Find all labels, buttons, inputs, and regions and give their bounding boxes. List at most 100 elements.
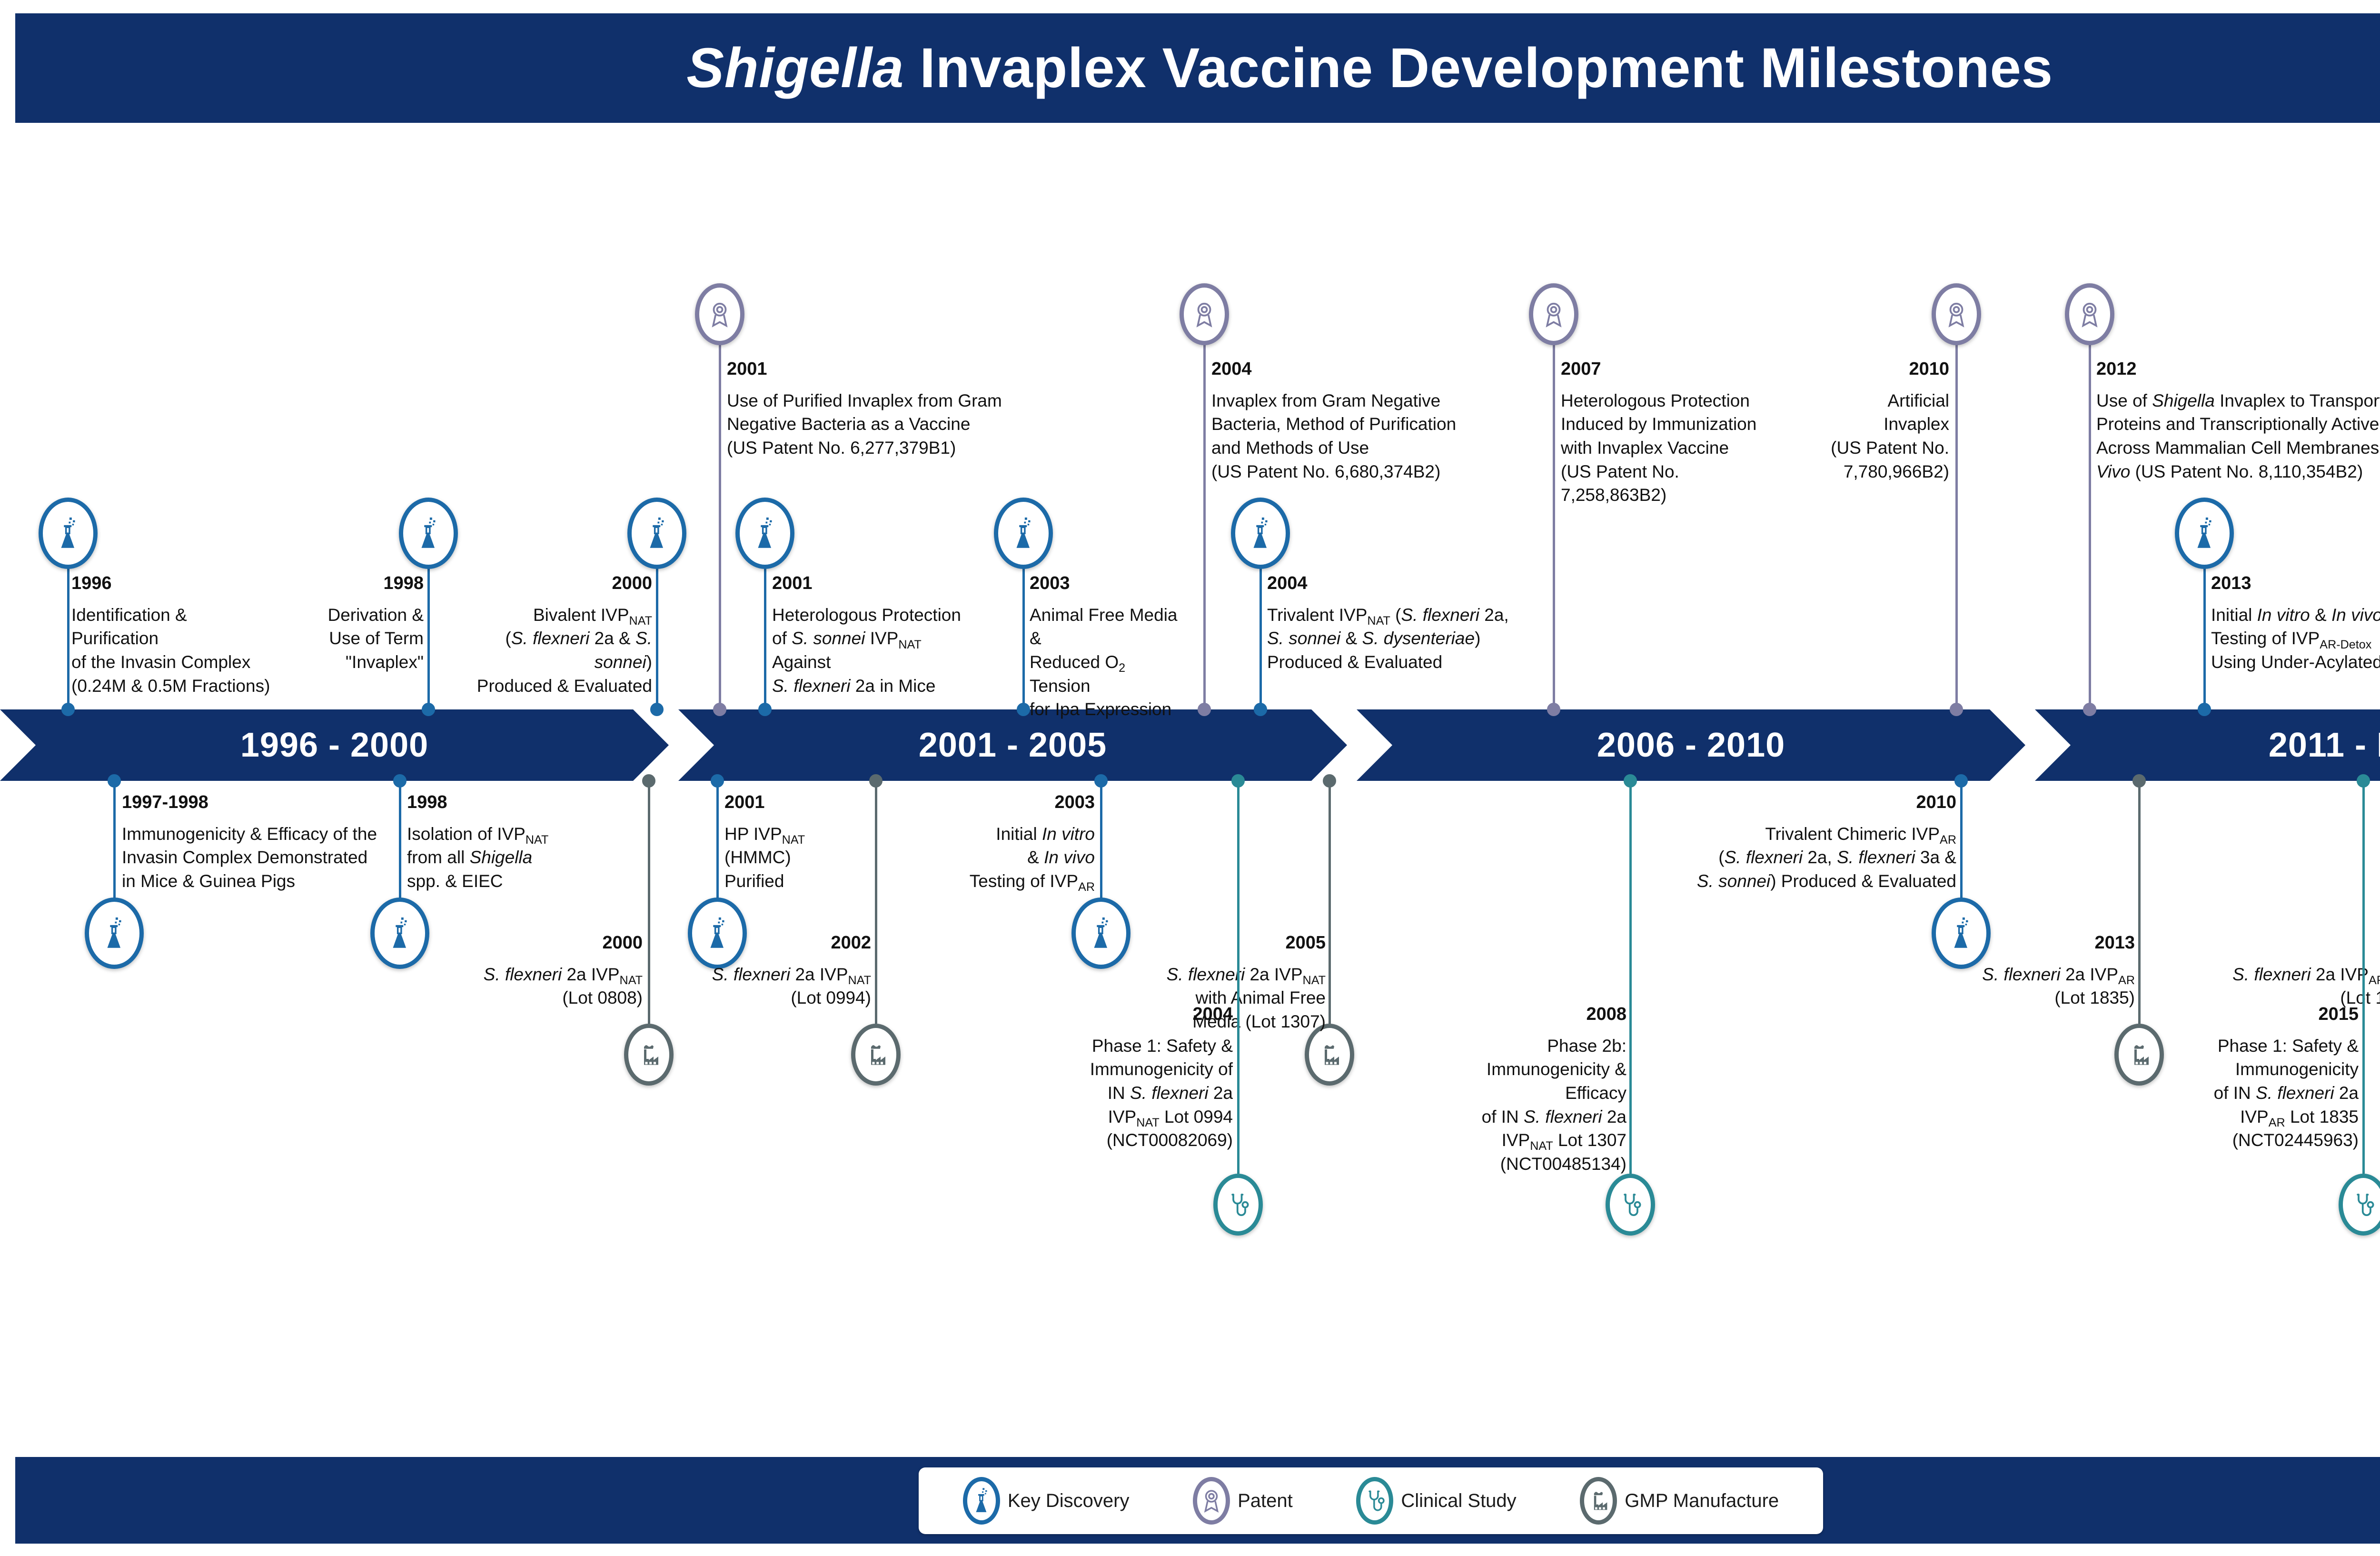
milestone-line: Trivalent IVPNAT (S. flexneri 2a,: [1267, 605, 1509, 628]
milestone-stem: [427, 555, 430, 709]
award-ribbon-icon-badge[interactable]: [1932, 283, 1981, 345]
milestone-line: Negative Bacteria as a Vaccine: [727, 414, 971, 434]
award-ribbon-icon-badge[interactable]: [695, 283, 744, 345]
legend-label: Key Discovery: [1007, 1490, 1130, 1511]
milestone-line: Invaplex from Gram Negative: [1211, 390, 1441, 410]
page-title-genus: Shigella: [686, 37, 904, 100]
milestone-stem: [1259, 555, 1262, 709]
award-ribbon-icon-badge[interactable]: [1529, 283, 1578, 345]
milestone-line: with Invaplex Vaccine: [1561, 438, 1729, 458]
milestone-line: (HMMC): [724, 848, 791, 868]
milestone-line: (Lot 1972): [2340, 988, 2380, 1008]
milestone-line: Produced & Evaluated: [1267, 652, 1443, 672]
milestone-dot: [1017, 703, 1030, 716]
stethoscope-icon-badge[interactable]: [1213, 1174, 1263, 1236]
legend-item-stethoscope: Clinical Study: [1356, 1477, 1517, 1525]
stethoscope-icon-badge[interactable]: [1606, 1174, 1655, 1236]
factory-icon-badge[interactable]: [851, 1024, 901, 1086]
milestone-dot: [1624, 774, 1637, 788]
milestone-line: with Animal Free: [1195, 988, 1326, 1008]
legend: Key Discovery Patent Clinical Study GMP …: [919, 1467, 1823, 1534]
factory-icon-badge[interactable]: [624, 1024, 674, 1086]
milestone-stem: [716, 781, 719, 919]
milestone-line: and Methods of Use: [1211, 438, 1369, 458]
milestone-line: Produced & Evaluated: [476, 676, 652, 696]
flask-icon-badge[interactable]: [688, 898, 747, 969]
milestone-stem: [1955, 340, 1958, 709]
milestone-year: 2004: [1267, 573, 1308, 593]
legend-label: GMP Manufacture: [1625, 1490, 1779, 1511]
milestone-line: S. flexneri 2a IVPNAT: [483, 964, 643, 987]
milestone-line: IN S. flexneri 2a: [1107, 1083, 1233, 1103]
flask-icon-badge[interactable]: [1231, 498, 1290, 569]
milestone-line: Phase 1: Safety &: [1091, 1036, 1233, 1056]
flask-icon-badge[interactable]: [39, 498, 98, 569]
milestone-line: Bivalent IVPNAT: [533, 605, 652, 628]
milestone-year: 2016: [2232, 931, 2380, 955]
milestone-dot: [650, 703, 664, 716]
milestone-line: HP IVPNAT: [724, 824, 805, 847]
milestone-line: of S. sonnei IVPNAT Against: [772, 628, 922, 672]
milestone-dot: [711, 774, 724, 788]
flask-icon-badge[interactable]: [994, 498, 1053, 569]
milestone-line: Isolation of IVPNAT: [407, 824, 549, 847]
stethoscope-icon: [1356, 1477, 1394, 1525]
milestone-line: S. sonnei) Produced & Evaluated: [1696, 871, 1956, 891]
milestone-line: Immunogenicity & Efficacy of the: [122, 824, 377, 844]
milestone-line: Invasin Complex Demonstrated: [122, 848, 368, 868]
flask-icon-badge[interactable]: [370, 898, 429, 969]
milestone-dot: [393, 774, 407, 788]
milestone-line: (US Patent No.: [1831, 438, 1949, 458]
milestone-line: Vivo (US Patent No. 8,110,354B2): [2096, 461, 2363, 481]
factory-icon-badge[interactable]: [2114, 1024, 2164, 1086]
milestone-dot: [713, 703, 726, 716]
milestone-dot: [1954, 774, 1968, 788]
milestone-dot: [2198, 703, 2211, 716]
milestone-line: Derivation &: [327, 605, 424, 625]
milestone-dot: [869, 774, 883, 788]
milestone-year: 2000: [612, 573, 652, 593]
milestone-stem: [1960, 781, 1963, 919]
flask-icon-badge[interactable]: [85, 898, 144, 969]
flask-icon-badge[interactable]: [399, 498, 458, 569]
milestone-year: 2002: [831, 933, 871, 953]
milestone-line: (Lot 0808): [562, 988, 643, 1008]
award-ribbon-icon-badge[interactable]: [2065, 283, 2114, 345]
flask-icon-badge[interactable]: [1932, 898, 1991, 969]
award-ribbon-icon-badge[interactable]: [1180, 283, 1229, 345]
milestone-year: 2003: [1030, 573, 1070, 593]
milestone-line: (0.24M & 0.5M Fractions): [71, 676, 270, 696]
milestone-dot: [1094, 774, 1108, 788]
factory-icon-badge[interactable]: [1305, 1024, 1354, 1086]
era-segment-4: 2011 - Present: [2035, 709, 2380, 781]
milestone-stem: [1237, 781, 1240, 1174]
flask-icon-badge[interactable]: [735, 498, 794, 569]
flask-icon-badge[interactable]: [2175, 498, 2234, 569]
milestone-line: Use of Shigella Invaplex to Transport Fu…: [2096, 390, 2380, 410]
era-label-4: 2011 - Present: [2268, 726, 2380, 764]
stethoscope-icon-badge[interactable]: [2339, 1174, 2380, 1236]
milestone-dot: [2083, 703, 2096, 716]
milestone-line: of IN S. flexneri 2a: [1481, 1107, 1626, 1127]
milestone-dot: [61, 703, 75, 716]
flask-icon-badge[interactable]: [1071, 898, 1130, 969]
milestone-line: Testing of IVPAR: [969, 871, 1095, 894]
milestone-line: (S. flexneri 2a & S. sonnei): [505, 628, 653, 672]
flask-icon-badge[interactable]: [627, 498, 686, 569]
milestone-line: S. flexneri 2a IVPNAT: [1166, 964, 1326, 987]
milestone-line: S. flexneri 2a in Mice: [772, 676, 936, 696]
timeline-band: 1996 - 2000 2001 - 2005 2006 - 2010 2011…: [0, 709, 2380, 781]
milestone-line: IVPNAT Lot 1307: [1501, 1130, 1626, 1153]
milestone-dot: [422, 703, 435, 716]
milestone-line: of IN S. flexneri 2a: [2213, 1083, 2359, 1103]
